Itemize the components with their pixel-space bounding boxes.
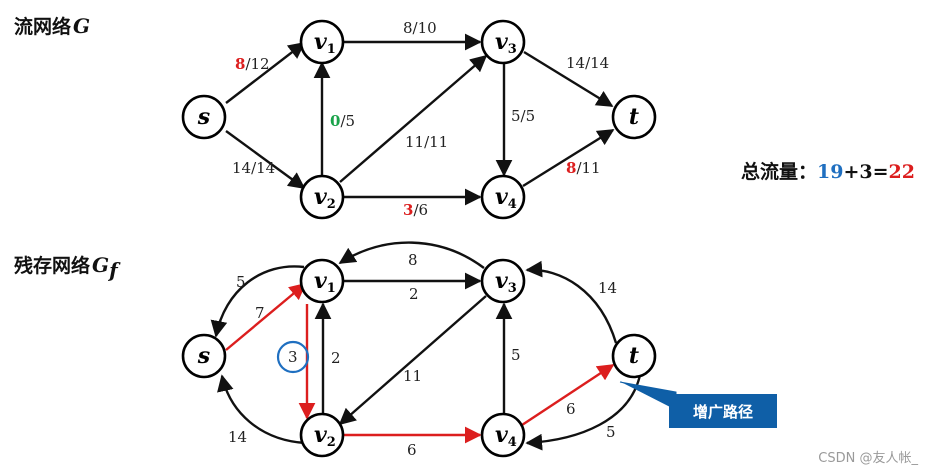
total-flow: 总流量：19+3=22	[741, 160, 915, 183]
node-v2: v2	[299, 174, 345, 220]
edge-v3-v2	[338, 295, 487, 426]
residual-node-t-label: t	[629, 343, 639, 369]
title-subscript: f	[107, 258, 121, 282]
label-v2-s: 14	[228, 428, 247, 446]
residual-node-v2-label: v2	[314, 422, 336, 450]
label-v2-v3: 11/11	[405, 133, 448, 151]
edge-v3-t	[523, 50, 614, 108]
label-v3-v4: 5/5	[511, 107, 535, 125]
node-v2-label: v2	[314, 184, 336, 212]
title-text: 流网络	[14, 15, 71, 38]
label-s-v2: 14/14	[232, 159, 275, 177]
edge-v3-v1	[338, 241, 485, 269]
residual-node-v3: v3	[480, 258, 526, 304]
label-v2-v4: 3/6	[403, 201, 428, 219]
label-v4-v3: 5	[511, 346, 521, 364]
node-v3: v3	[480, 19, 526, 65]
label-v3-v1: 8	[408, 251, 418, 269]
total-flow-result: 22	[889, 161, 915, 183]
label-v2-v1: 0/5	[330, 112, 355, 130]
label-v2-v1: 2	[331, 349, 341, 367]
label-v2-v4: 6	[407, 441, 417, 459]
node-t-label: t	[629, 104, 639, 130]
label-v4-t: 8/11	[566, 159, 601, 177]
edge-s-v2	[225, 130, 306, 189]
augmenting-path-callout: 增广路径	[619, 381, 777, 428]
edge-v2-v3	[339, 54, 488, 183]
residual-node-v4-label: v4	[495, 422, 517, 450]
watermark: CSDN @友人帐_	[818, 450, 918, 466]
label-v1-v3: 8/10	[403, 19, 437, 37]
residual-node-v4: v4	[480, 412, 526, 458]
edge-s-v1-path	[225, 282, 307, 351]
node-t: t	[611, 94, 657, 140]
residual-node-t: t	[611, 333, 657, 379]
node-v4-label: v4	[495, 184, 517, 212]
label-v3-v2: 11	[403, 367, 422, 385]
total-flow-plus: +3=	[843, 161, 888, 183]
flow-edges	[225, 33, 615, 206]
node-v1: v1	[299, 19, 345, 65]
label-v1-v3: 2	[409, 285, 419, 303]
residual-node-s-label: s	[197, 343, 210, 369]
total-flow-base: 19	[817, 161, 843, 183]
node-v3-label: v3	[495, 29, 517, 57]
residual-node-v2: v2	[299, 412, 345, 458]
edge-s-v1	[225, 41, 306, 104]
title-text: 残存网络	[14, 254, 90, 277]
residual-node-v1-label: v1	[314, 268, 336, 296]
callout-text: 增广路径	[693, 403, 753, 421]
total-flow-label: 总流量：	[741, 160, 817, 183]
augmenting-path	[225, 282, 615, 444]
edge-v4-t	[522, 128, 615, 188]
label-v3-t: 14/14	[566, 54, 609, 72]
callout-box	[669, 394, 777, 428]
label-v4-t: 6	[566, 400, 576, 418]
edge-v1-s	[210, 265, 305, 338]
edge-t-v4	[525, 374, 642, 451]
edge-t-v3	[525, 260, 618, 344]
residual-edges	[210, 241, 642, 451]
title-variable: G	[73, 14, 90, 38]
label-s-v1: 7	[255, 304, 265, 322]
node-v1-label: v1	[314, 29, 336, 57]
residual-node-v1: v1	[299, 258, 345, 304]
edge-v2-s	[217, 374, 306, 445]
label-v1-v2: 3	[288, 348, 298, 366]
callout-pointer-fill	[621, 382, 676, 410]
label-t-v4: 5	[606, 423, 616, 441]
highlight-circle	[276, 340, 310, 374]
residual-node-s: s	[181, 333, 227, 379]
edge-v4-t-path	[521, 363, 615, 427]
label-t-v3: 14	[598, 279, 617, 297]
title-variable: G	[92, 253, 109, 277]
node-s: s	[181, 94, 227, 140]
label-v1-s: 5	[236, 273, 246, 291]
label-s-v1: 8/12	[235, 55, 270, 73]
node-v4: v4	[480, 174, 526, 220]
residual-node-v3-label: v3	[495, 268, 517, 296]
node-s-label: s	[197, 104, 210, 130]
